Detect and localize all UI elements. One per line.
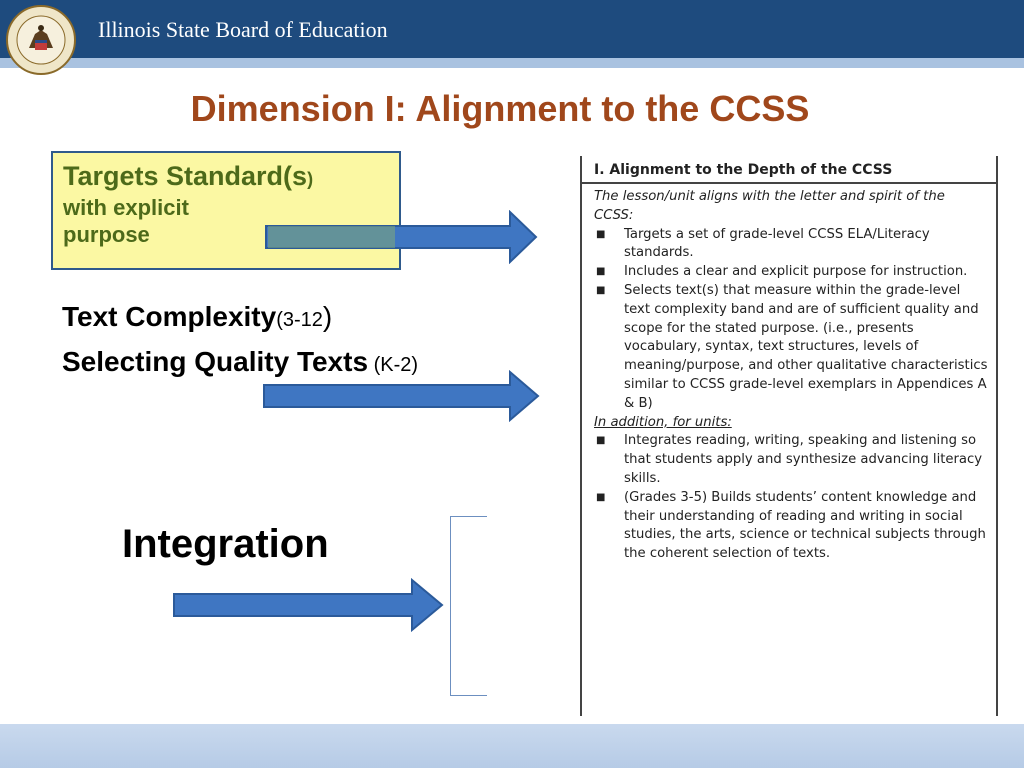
target-box-overlap-shade [268, 226, 395, 248]
rubric-intro: The lesson/unit aligns with the letter a… [594, 189, 945, 223]
list-item-text: (Grades 3-5) Builds students’ content kn… [624, 489, 986, 562]
header-bar [0, 0, 1024, 58]
slide-title: Dimension I: Alignment to the CCSS [190, 88, 810, 129]
rubric-panel-body: The lesson/unit aligns with the letter a… [582, 184, 996, 564]
text-complexity-main: Text Complexity [62, 301, 277, 332]
square-bullet-icon: ■ [596, 228, 606, 240]
right-arrow-icon [265, 210, 538, 264]
selecting-quality-texts: Selecting Quality Texts [62, 346, 369, 377]
list-item-text: Integrates reading, writing, speaking an… [624, 433, 983, 486]
list-item: ■ Selects text(s) that measure within the… [594, 282, 988, 414]
square-bullet-icon: ■ [596, 435, 606, 447]
target-box-line2: with explicit [63, 195, 189, 220]
text-complexity-close: ) [322, 301, 333, 332]
list-item: ■ Targets a set of grade-level CCSS ELA/L… [594, 226, 988, 264]
target-box-line1-main: Targets Standard(s [63, 161, 308, 191]
rubric-panel-heading: I. Alignment to the Depth of the CCSS [582, 156, 996, 184]
integration-bracket [450, 516, 487, 696]
target-box-line3: purpose [63, 222, 150, 247]
selecting-quality-texts-range: (K-2) [368, 354, 419, 376]
illinois-state-seal-icon [6, 5, 76, 75]
rubric-panel: I. Alignment to the Depth of the CCSS Th… [580, 156, 998, 716]
rubric-units-list: ■ Integrates reading, writing, speaking a… [594, 432, 988, 564]
text-complexity-line2: Selecting Quality Texts (K-2) [62, 341, 418, 386]
list-item: ■ Includes a clear and explicit purpose f… [594, 263, 988, 282]
list-item: ■ (Grades 3-5) Builds students’ content k… [594, 489, 988, 564]
footer-band [0, 724, 1024, 768]
right-arrow-icon [173, 578, 444, 632]
list-item: ■ Integrates reading, writing, speaking a… [594, 432, 988, 488]
header-strip [0, 58, 1024, 68]
square-bullet-icon: ■ [596, 491, 606, 503]
text-complexity-label: Text Complexity(3-12) Selecting Quality … [62, 296, 418, 386]
integration-label: Integration [122, 522, 329, 566]
rubric-units-heading: In addition, for units: [594, 414, 732, 430]
list-item-text: Targets a set of grade-level CCSS ELA/Li… [624, 226, 930, 261]
square-bullet-icon: ■ [596, 284, 606, 296]
square-bullet-icon: ■ [596, 266, 606, 278]
text-complexity-line1: Text Complexity(3-12) [62, 296, 418, 341]
target-box-line1-paren: ) [307, 169, 314, 189]
target-box-line1: Targets Standard(s) [63, 161, 389, 194]
text-complexity-range: (3-12 [276, 309, 323, 331]
header-title: Illinois State Board of Education [98, 17, 388, 42]
list-item-text: Selects text(s) that measure within the … [624, 282, 988, 411]
list-item-text: Includes a clear and explicit purpose fo… [624, 264, 968, 280]
targets-standards-box: Targets Standard(s) with explicit purpos… [51, 151, 401, 270]
right-arrow-icon [263, 370, 540, 422]
rubric-list: ■ Targets a set of grade-level CCSS ELA/L… [594, 226, 988, 414]
